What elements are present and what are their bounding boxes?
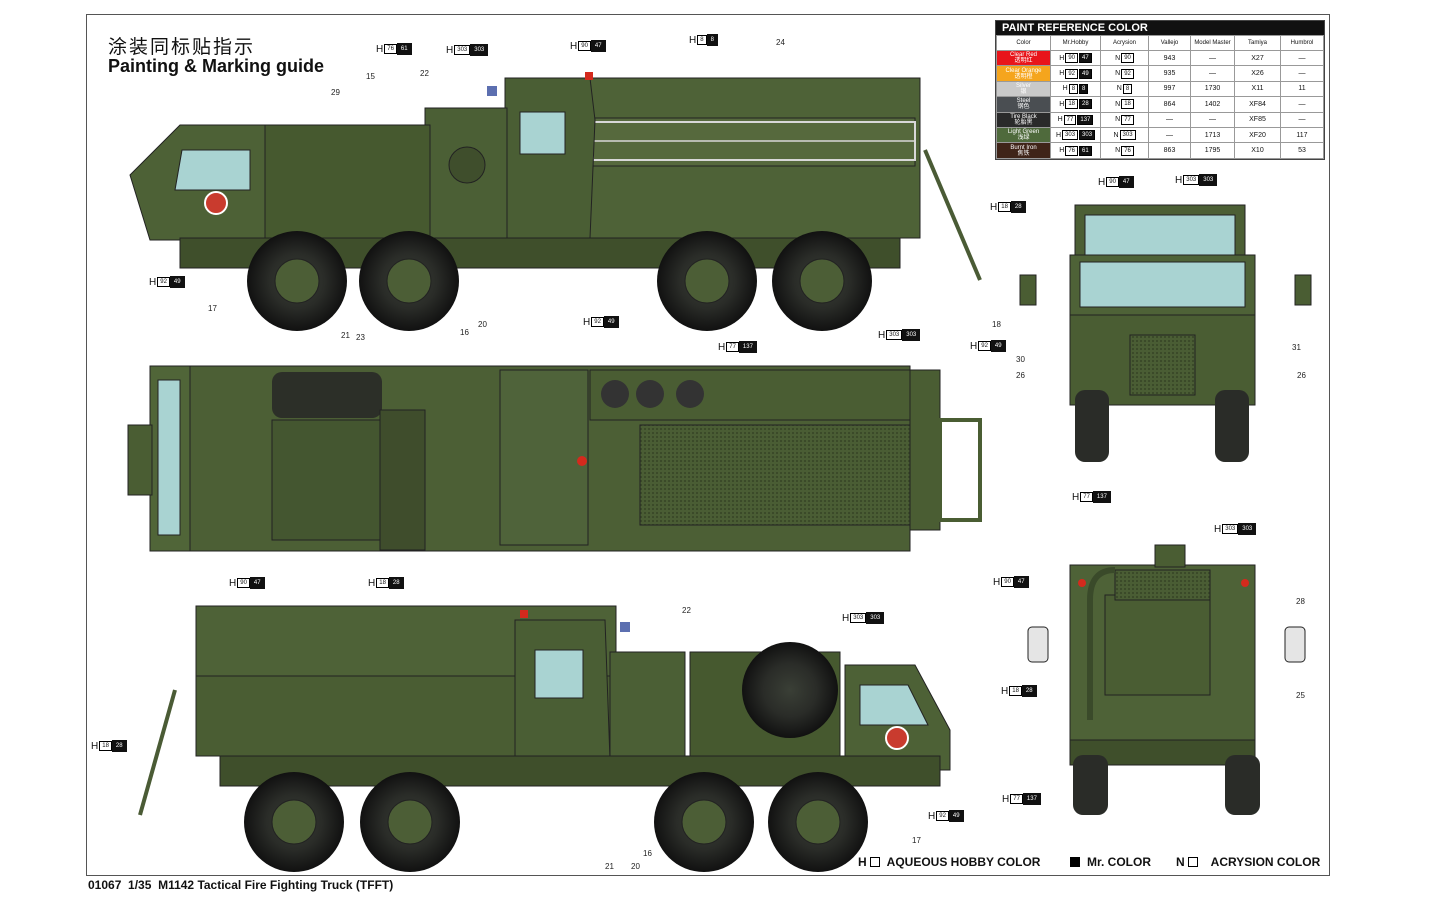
front-view <box>1019 204 1312 462</box>
part-number: 28 <box>1296 597 1305 606</box>
tamiya-cell: X27 <box>1234 49 1281 67</box>
humbrol-cell: 53 <box>1280 142 1324 159</box>
humbrol-cell: — <box>1280 49 1324 67</box>
tamiya-cell: XF84 <box>1234 96 1281 113</box>
tamiya-cell: X26 <box>1234 65 1281 82</box>
tamiya-cell: X11 <box>1234 80 1281 98</box>
vallejo-cell: 943 <box>1148 49 1191 67</box>
part-number: 23 <box>356 333 365 342</box>
vallejo-cell: 935 <box>1148 65 1191 82</box>
humbrol-cell: — <box>1280 65 1324 82</box>
modelmaster-cell: 1795 <box>1190 142 1235 159</box>
part-number: 20 <box>631 862 640 871</box>
side-view-left <box>129 72 982 331</box>
footer-caption: 01067 1/35 M1142 Tactical Fire Fighting … <box>88 878 394 892</box>
humbrol-cell: — <box>1280 111 1324 128</box>
part-number: 15 <box>366 72 375 81</box>
humbrol-cell: 11 <box>1280 80 1324 98</box>
part-number: 16 <box>460 328 469 337</box>
paint-table-title: PAINT REFERENCE COLOR <box>996 21 1324 35</box>
part-number: 29 <box>331 88 340 97</box>
modelmaster-cell: — <box>1190 65 1235 82</box>
side-view-right <box>138 605 951 872</box>
part-number: 20 <box>478 320 487 329</box>
part-number: 30 <box>1016 355 1025 364</box>
part-number: 16 <box>643 849 652 858</box>
title-chinese: 涂装同标贴指示 <box>108 36 256 58</box>
title-english: Painting & Marking guide <box>108 56 325 76</box>
part-number: 22 <box>682 606 691 615</box>
humbrol-cell: — <box>1280 96 1324 113</box>
part-number: 26 <box>1016 371 1025 380</box>
part-number: 17 <box>912 836 921 845</box>
part-number: 21 <box>605 862 614 871</box>
part-number: 26 <box>1297 371 1306 380</box>
vallejo-cell: 997 <box>1148 80 1191 98</box>
part-number: 22 <box>420 69 429 78</box>
part-number: 18 <box>992 320 1001 329</box>
part-number: 31 <box>1292 343 1301 352</box>
part-number: 24 <box>776 38 785 47</box>
legend-mr-color: Mr. COLOR <box>1070 855 1151 869</box>
rear-view <box>1027 544 1306 815</box>
drawing-frame <box>86 14 1330 876</box>
top-view <box>127 365 982 552</box>
part-number: 21 <box>341 331 350 340</box>
part-number: 25 <box>1296 691 1305 700</box>
part-number: 17 <box>208 304 217 313</box>
